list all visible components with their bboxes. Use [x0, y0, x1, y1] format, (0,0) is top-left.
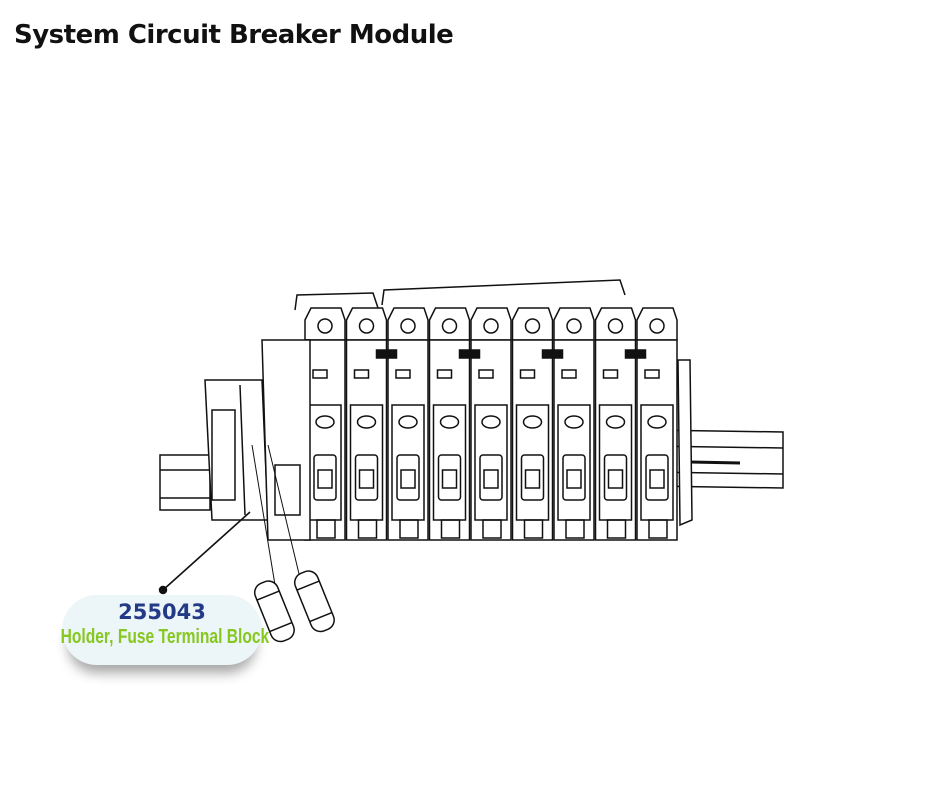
- part-number: 255043: [118, 600, 206, 624]
- fuse-holder-end: [261, 339, 311, 541]
- terminal-module: [511, 307, 564, 541]
- terminal-module: [428, 307, 481, 541]
- terminal-module: [553, 307, 595, 541]
- terminal-module: [387, 307, 429, 541]
- leader-line: [158, 511, 251, 595]
- terminal-module: [636, 307, 678, 541]
- fuse-cartridges: [251, 444, 335, 643]
- page-title: System Circuit Breaker Module: [14, 20, 454, 50]
- end-plate: [677, 359, 693, 527]
- terminal-module: [470, 307, 512, 541]
- terminal-module: [304, 307, 346, 541]
- top-bracket-lines: [294, 279, 626, 311]
- fuse-2: [293, 570, 335, 633]
- end-bracket: [204, 379, 269, 521]
- terminal-module: [594, 307, 647, 541]
- terminal-modules: [304, 307, 693, 541]
- fuse-1: [253, 580, 295, 643]
- part-callout: 255043 Holder, Fuse Terminal Block: [60, 595, 270, 665]
- terminal-module: [345, 307, 398, 541]
- part-description: Holder, Fuse Terminal Block: [60, 626, 270, 648]
